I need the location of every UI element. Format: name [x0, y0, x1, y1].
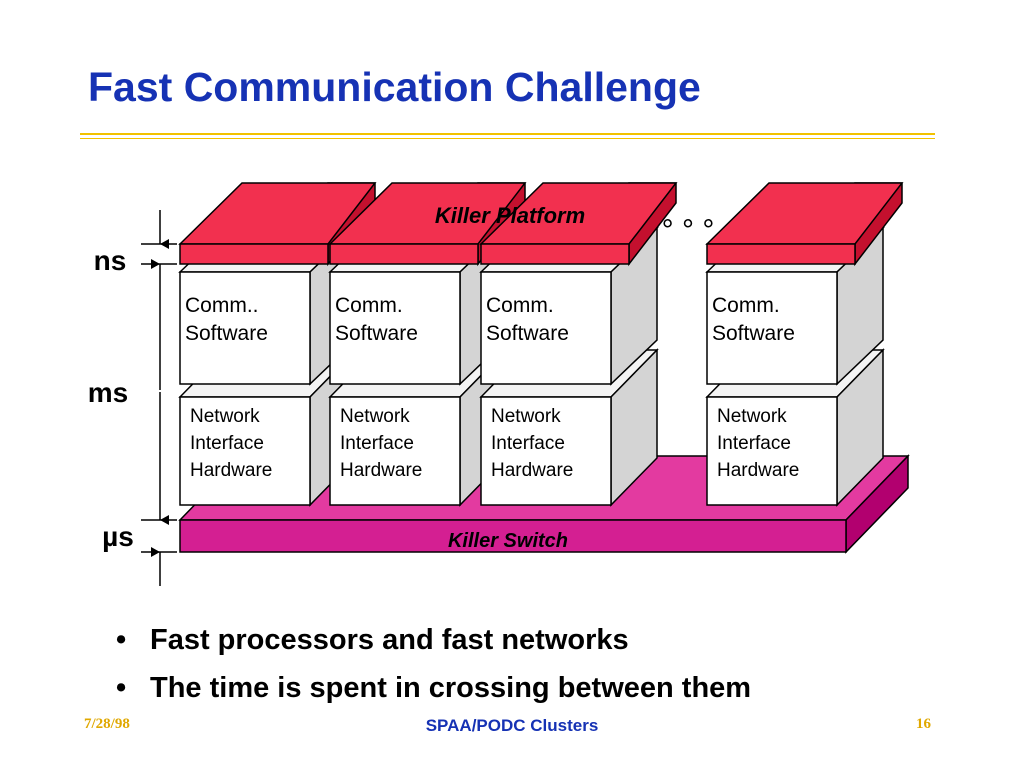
hardware-label: Interface [190, 433, 264, 454]
software-box [480, 271, 612, 385]
software-label: Comm.. [185, 294, 259, 317]
software-label: Software [712, 322, 795, 345]
ellipsis: ° ° ° [662, 214, 715, 247]
footer-page-number: 16 [916, 716, 931, 732]
hardware-label: Network [717, 406, 787, 427]
footer-title: SPAA/PODC Clusters [425, 716, 599, 735]
hardware-label: Hardware [717, 460, 799, 481]
software-label: Comm. [486, 294, 554, 317]
bullet-item: • The time is spent in crossing between t… [116, 668, 751, 716]
page-title: Fast Communication Challenge [88, 64, 701, 110]
hardware-label: Interface [340, 433, 414, 454]
hardware-label: Hardware [491, 460, 573, 481]
platform-slab-front [706, 243, 856, 265]
title-rule [80, 133, 935, 135]
scale-label-us: µs [102, 521, 134, 552]
bullet-dot: • [116, 624, 127, 656]
software-box [179, 271, 311, 385]
hardware-label: Network [491, 406, 561, 427]
hardware-box [480, 396, 612, 506]
hardware-label: Interface [491, 433, 565, 454]
software-label: Comm. [712, 294, 780, 317]
footer-date: 7/28/98 [84, 716, 130, 732]
bullet-dot: • [116, 672, 127, 704]
software-label: Comm. [335, 294, 403, 317]
hardware-box [706, 396, 838, 506]
hardware-label: Hardware [340, 460, 422, 481]
hardware-label: Network [190, 406, 260, 427]
software-box [706, 271, 838, 385]
software-label: Software [486, 322, 569, 345]
node-columns: Comm..SoftwareNetworkInterfaceHardwareCo… [178, 182, 904, 507]
bullet-item: • Fast processors and fast networks [116, 620, 751, 668]
software-label: Software [185, 322, 268, 345]
hardware-label: Hardware [190, 460, 272, 481]
software-box [329, 271, 461, 385]
title-rule-thin [80, 138, 935, 139]
hardware-box [179, 396, 311, 506]
scale-label-ms: ms [88, 377, 128, 408]
hardware-label: Interface [717, 433, 791, 454]
killer-switch-label: Killer Switch [448, 530, 568, 552]
hardware-box [329, 396, 461, 506]
platform-slab-front [179, 243, 329, 265]
bullet-text: Fast processors and fast networks [150, 624, 629, 656]
killer-platform-label: Killer Platform [435, 203, 585, 228]
hardware-label: Network [340, 406, 410, 427]
platform-slab-front [480, 243, 630, 265]
bullet-text: The time is spent in crossing between th… [150, 672, 752, 704]
software-label: Software [335, 322, 418, 345]
platform-slab-front [329, 243, 479, 265]
scale-label-ns: ns [94, 245, 127, 276]
bullet-list: • Fast processors and fast networks • The … [116, 620, 751, 716]
time-scale: ns ms µs [88, 210, 177, 586]
